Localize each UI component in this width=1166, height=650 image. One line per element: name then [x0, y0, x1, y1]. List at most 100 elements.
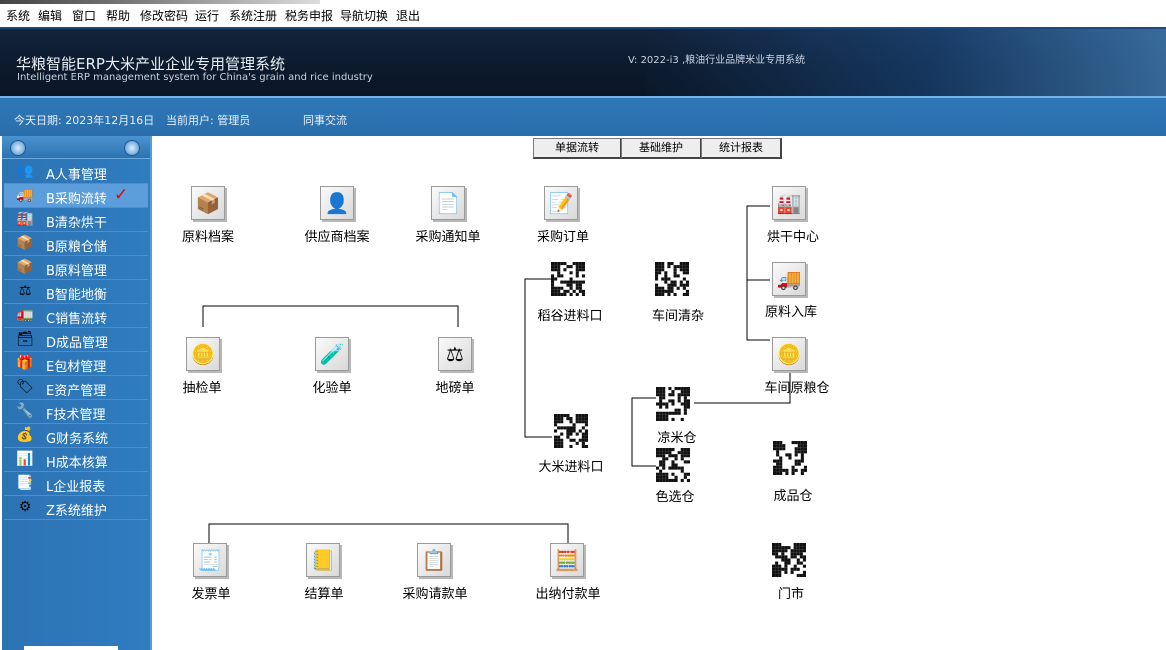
sidebar-item[interactable]: 🔧 F技术管理 — [4, 400, 148, 424]
node-raw-material-inbound[interactable]: 🚚 原料入库 — [736, 262, 846, 320]
banner-glow — [646, 29, 1166, 98]
dryer-icon: 🏭 — [772, 186, 806, 220]
tech-icon: 🔧 — [16, 403, 34, 419]
connector-intake — [524, 278, 552, 438]
node-payment-request[interactable]: 📋 采购请款单 — [380, 543, 490, 602]
menu-edit[interactable]: 编辑 — [38, 9, 63, 23]
node-workshop-grain-bin[interactable]: 🪙 车间原粮仓 — [742, 337, 852, 397]
node-label: 门市 — [777, 587, 804, 602]
node-rice-intake[interactable]: 大米进料口 — [516, 414, 626, 475]
sidebar-item-label: G财务系统 — [46, 432, 109, 447]
sidebar-item[interactable]: 🚚B采购流转✓ — [4, 184, 148, 208]
qr-code-icon — [655, 262, 689, 296]
menu-system[interactable]: 系统 — [6, 9, 31, 23]
menu-register[interactable]: 系统注册 — [229, 9, 278, 23]
node-paddy-intake[interactable]: 稻谷进料口 — [515, 262, 625, 324]
node-workshop-cleaning[interactable]: 车间清杂 — [623, 262, 733, 324]
sidebar-item-label: B清杂烘干 — [46, 216, 107, 231]
sidebar-item[interactable]: 🏭B清杂烘干 — [4, 208, 148, 232]
connector-inspection — [202, 305, 459, 327]
sidebar-item-label: B原料管理 — [46, 264, 107, 279]
tab-basic-maintenance[interactable]: 基础维护 — [621, 138, 702, 159]
node-label: 采购通知单 — [415, 230, 481, 245]
menu-bar: 系统 编辑 窗口 帮助 修改密码 运行 系统注册 税务申报 导航切换 退出 — [0, 0, 1166, 28]
sidebar-item[interactable]: 📦 B原料管理 — [4, 256, 148, 280]
sidebar-item-label: C销售流转 — [46, 312, 108, 327]
node-finished-bin[interactable]: 成品仓 — [738, 441, 848, 504]
node-label: 凉米仓 — [657, 431, 697, 446]
sidebar-item-label: F技术管理 — [46, 408, 106, 423]
node-drying-center[interactable]: 🏭 烘干中心 — [738, 186, 848, 245]
scale-icon: ⚖ — [438, 337, 472, 371]
qr-code-icon — [772, 543, 806, 577]
coin-icon: 🪙 — [186, 337, 220, 371]
title-strip — [0, 0, 320, 4]
node-raw-material-file[interactable]: 📦 原料档案 — [153, 186, 263, 245]
request-form-icon: 📋 — [417, 543, 451, 577]
material-icon: 📦 — [16, 259, 34, 275]
warehouse-truck-icon: 🚚 — [772, 262, 806, 296]
settings-icon: ⚙ — [18, 499, 32, 515]
node-settlement[interactable]: 📒 结算单 — [269, 543, 379, 602]
node-label: 采购订单 — [536, 230, 589, 245]
node-label: 供应商档案 — [304, 230, 370, 245]
node-label: 地磅单 — [435, 381, 475, 396]
sidebar-item[interactable]: 🗃 D成品管理 — [4, 328, 148, 352]
node-label: 烘干中心 — [766, 230, 819, 245]
sidebar-item[interactable]: ⚙Z系统维护 — [4, 496, 148, 520]
node-supplier-file[interactable]: 👤 供应商档案 — [282, 186, 392, 245]
menu-window[interactable]: 窗口 — [72, 9, 97, 23]
sidebar-item-label: D成品管理 — [46, 336, 109, 351]
expand-knob-icon[interactable] — [124, 140, 140, 156]
node-invoice[interactable]: 🧾 发票单 — [156, 543, 266, 602]
node-label: 原料档案 — [181, 230, 234, 245]
menu-exit[interactable]: 退出 — [396, 9, 421, 23]
calculator-icon: 🧮 — [550, 543, 584, 577]
menu-help[interactable]: 帮助 — [106, 9, 131, 23]
sidebar-header — [2, 136, 150, 159]
sidebar-item[interactable]: 🎁E包材管理 — [4, 352, 148, 376]
sidebar-item[interactable]: 📊H成本核算 — [4, 448, 148, 472]
sidebar-item[interactable]: 📦B原粮仓储 — [4, 232, 148, 256]
node-store[interactable]: 门市 — [736, 543, 846, 602]
collapse-knob-icon[interactable] — [10, 140, 26, 156]
node-cashier-payment[interactable]: 🧮 出纳付款单 — [513, 543, 623, 602]
sidebar-item[interactable]: 🚛C销售流转 — [4, 304, 148, 328]
menu-tax[interactable]: 税务申报 — [285, 9, 334, 23]
app-title: 华粮智能ERP大米产业企业专用管理系统 — [16, 55, 285, 73]
node-label: 采购请款单 — [402, 587, 468, 602]
node-label: 发票单 — [191, 587, 231, 602]
sidebar-item[interactable]: 💰 G财务系统 — [4, 424, 148, 448]
menu-navigation[interactable]: 导航切换 — [340, 9, 389, 23]
sidebar-item[interactable]: 📑L企业报表 — [4, 472, 148, 496]
ledger-icon: 📒 — [306, 543, 340, 577]
node-purchase-order[interactable]: 📝 采购订单 — [508, 186, 618, 245]
node-purchase-notice[interactable]: 📄 采购通知单 — [393, 186, 503, 245]
sidebar-item[interactable]: 👥A人事管理 — [4, 160, 148, 184]
sack-icon: 📦 — [191, 186, 225, 220]
product-icon: 🗃 — [16, 331, 34, 347]
menu-change-password[interactable]: 修改密码 — [140, 9, 189, 23]
finance-icon: 💰 — [16, 427, 34, 443]
sidebar-item-label: B智能地衡 — [46, 288, 107, 303]
cost-icon: 📊 — [16, 451, 34, 467]
tab-statistics-report[interactable]: 统计报表 — [701, 138, 782, 159]
node-sampling-sheet[interactable]: 🪙 抽检单 — [147, 337, 257, 397]
node-label: 出纳付款单 — [535, 587, 601, 602]
sidebar-item[interactable]: ⚖B智能地衡 — [4, 280, 148, 304]
check-mark-icon: ✓ — [114, 185, 129, 205]
node-label: 色选仓 — [655, 490, 695, 505]
node-assay-sheet[interactable]: 🧪 化验单 — [277, 337, 387, 397]
node-cool-rice-bin[interactable]: 凉米仓 — [622, 387, 732, 446]
node-weighbridge-sheet[interactable]: ⚖ 地磅单 — [400, 337, 510, 397]
invoice-icon: 🧾 — [193, 543, 227, 577]
menu-run[interactable]: 运行 — [195, 9, 220, 23]
node-color-sort-bin[interactable]: 色选仓 — [620, 448, 730, 505]
node-label: 车间清杂 — [651, 309, 704, 324]
sidebar-footer — [24, 646, 118, 650]
sidebar-item[interactable]: 🏷E资产管理 — [4, 376, 148, 400]
storage-icon: 📦 — [16, 235, 34, 251]
asset-icon: 🏷 — [16, 379, 34, 395]
colleague-chat-link[interactable]: 同事交流 — [303, 114, 347, 127]
qr-code-icon — [656, 387, 690, 421]
